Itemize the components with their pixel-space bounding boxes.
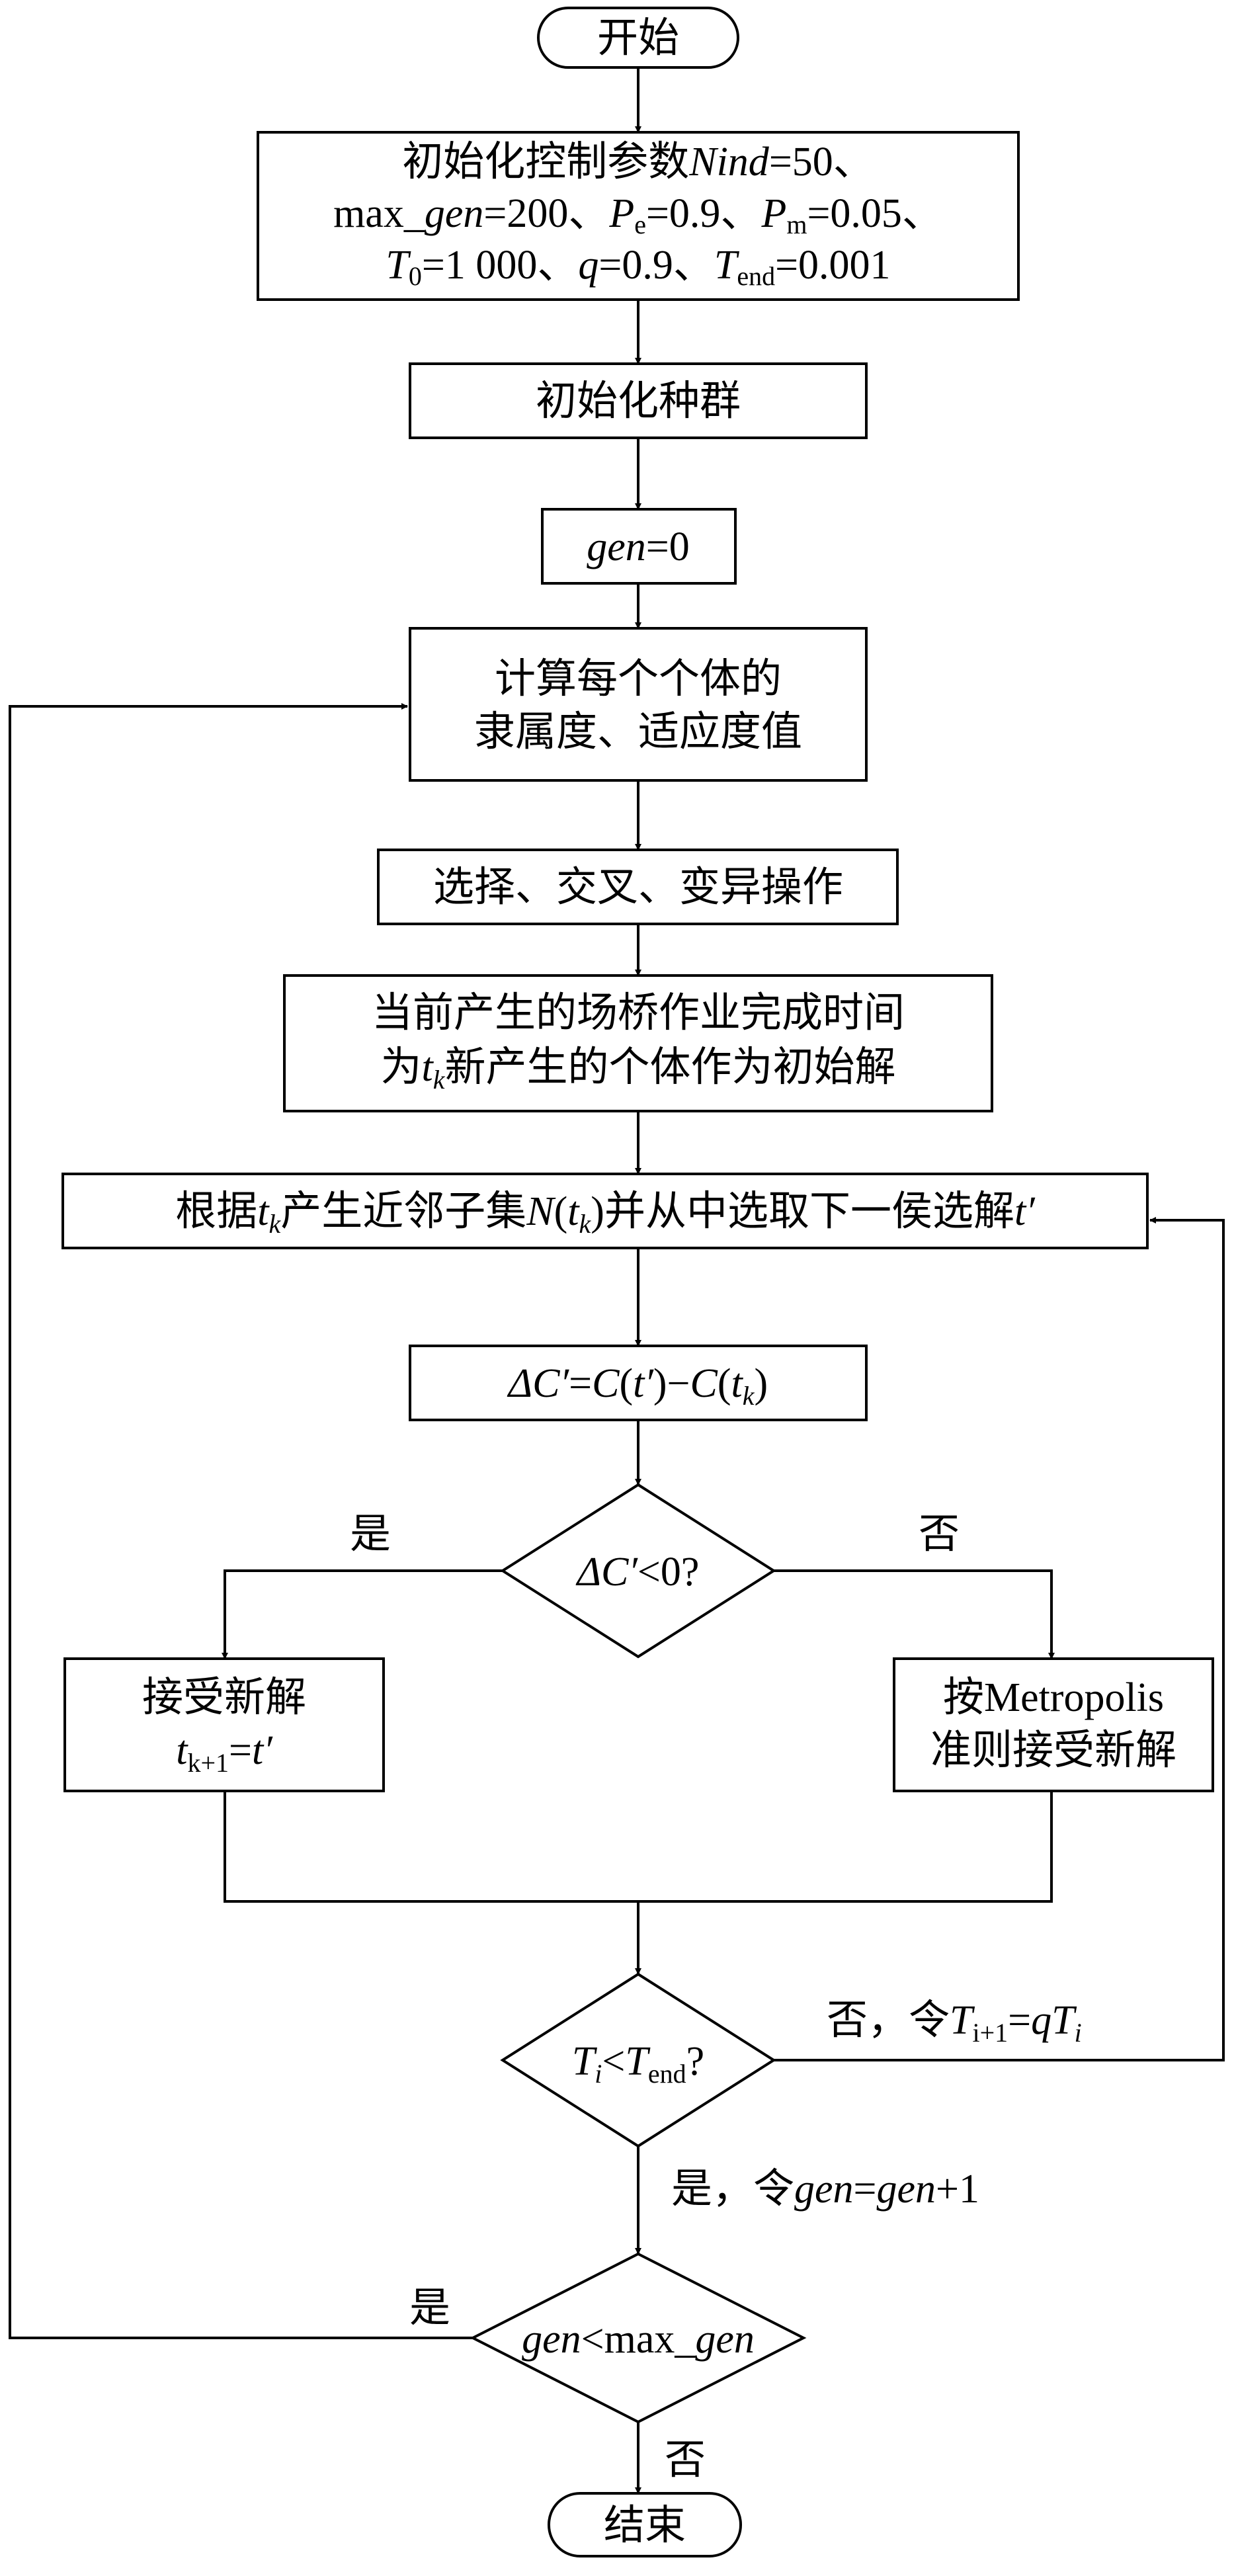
delta-label: ΔC′=C(t′)−C(tk) <box>507 1361 768 1411</box>
start-label: 开始 <box>597 16 679 61</box>
metropolis-box <box>893 1657 1214 1792</box>
yes-label-1: 是 <box>350 1512 391 1557</box>
accept-line1: 接受新解 <box>142 1675 306 1720</box>
arrow-yes-to-accept <box>222 1569 503 1659</box>
init-params-line3: T0=1 000、q=0.9、Tend=0.001 <box>386 243 890 291</box>
decision-temp-label: Ti<Tend? <box>572 2039 704 2089</box>
end-label: 结束 <box>604 2503 686 2548</box>
no-label-3: 否 <box>665 2438 706 2483</box>
decision-delta-diamond <box>500 1483 776 1659</box>
init-params-line1: 初始化控制参数Nind=50、 <box>402 140 874 185</box>
accept-box <box>63 1657 385 1792</box>
arrow-no-to-metropolis <box>774 1569 1055 1659</box>
delta-box <box>409 1345 868 1421</box>
decision-delta-label: ΔC′<0? <box>575 1550 700 1595</box>
metropolis-line1: 按Metropolis <box>943 1675 1164 1720</box>
gen-init-label: gen=0 <box>587 524 690 569</box>
init-population-label: 初始化种群 <box>536 379 741 424</box>
no-label-2: 否，令Ti+1=qTi <box>827 1998 1082 2048</box>
current-solution-line1: 当前产生的场桥作业完成时间 <box>372 991 905 1036</box>
merge-line <box>224 1791 1053 1903</box>
compute-fitness-line2: 隶属度、适应度值 <box>474 710 802 755</box>
current-solution-box <box>283 974 993 1112</box>
decision-gen-label: gen<max_gen <box>522 2317 755 2362</box>
neighbor-label: 根据tk产生近邻子集N(tk)并从中选取下一侯选解t′ <box>175 1189 1036 1239</box>
yes-label-3: 是 <box>409 2286 450 2331</box>
compute-fitness-box <box>409 627 868 782</box>
init-population-box <box>409 362 868 439</box>
yes-label-2: 是，令gen=gen+1 <box>671 2167 979 2212</box>
metropolis-line2: 准则接受新解 <box>930 1728 1176 1773</box>
init-params-box <box>257 131 1020 301</box>
no-label-1: 否 <box>919 1512 960 1557</box>
compute-fitness-line1: 计算每个个体的 <box>495 657 782 702</box>
genetic-ops-box <box>377 849 899 925</box>
current-solution-line2: 为tk新产生的个体作为初始解 <box>380 1045 895 1095</box>
arrow-no-loop-to-neighbor <box>774 1217 1225 2061</box>
genetic-ops-label: 选择、交叉、变异操作 <box>433 865 843 910</box>
neighbor-box <box>62 1173 1149 1249</box>
end-terminal <box>548 2492 742 2557</box>
accept-line2: tk+1=t′ <box>176 1728 273 1778</box>
arrow-yes-loop-to-compute <box>9 703 473 2339</box>
init-params-line2: max_gen=200、Pe=0.9、Pm=0.05、 <box>333 191 943 239</box>
